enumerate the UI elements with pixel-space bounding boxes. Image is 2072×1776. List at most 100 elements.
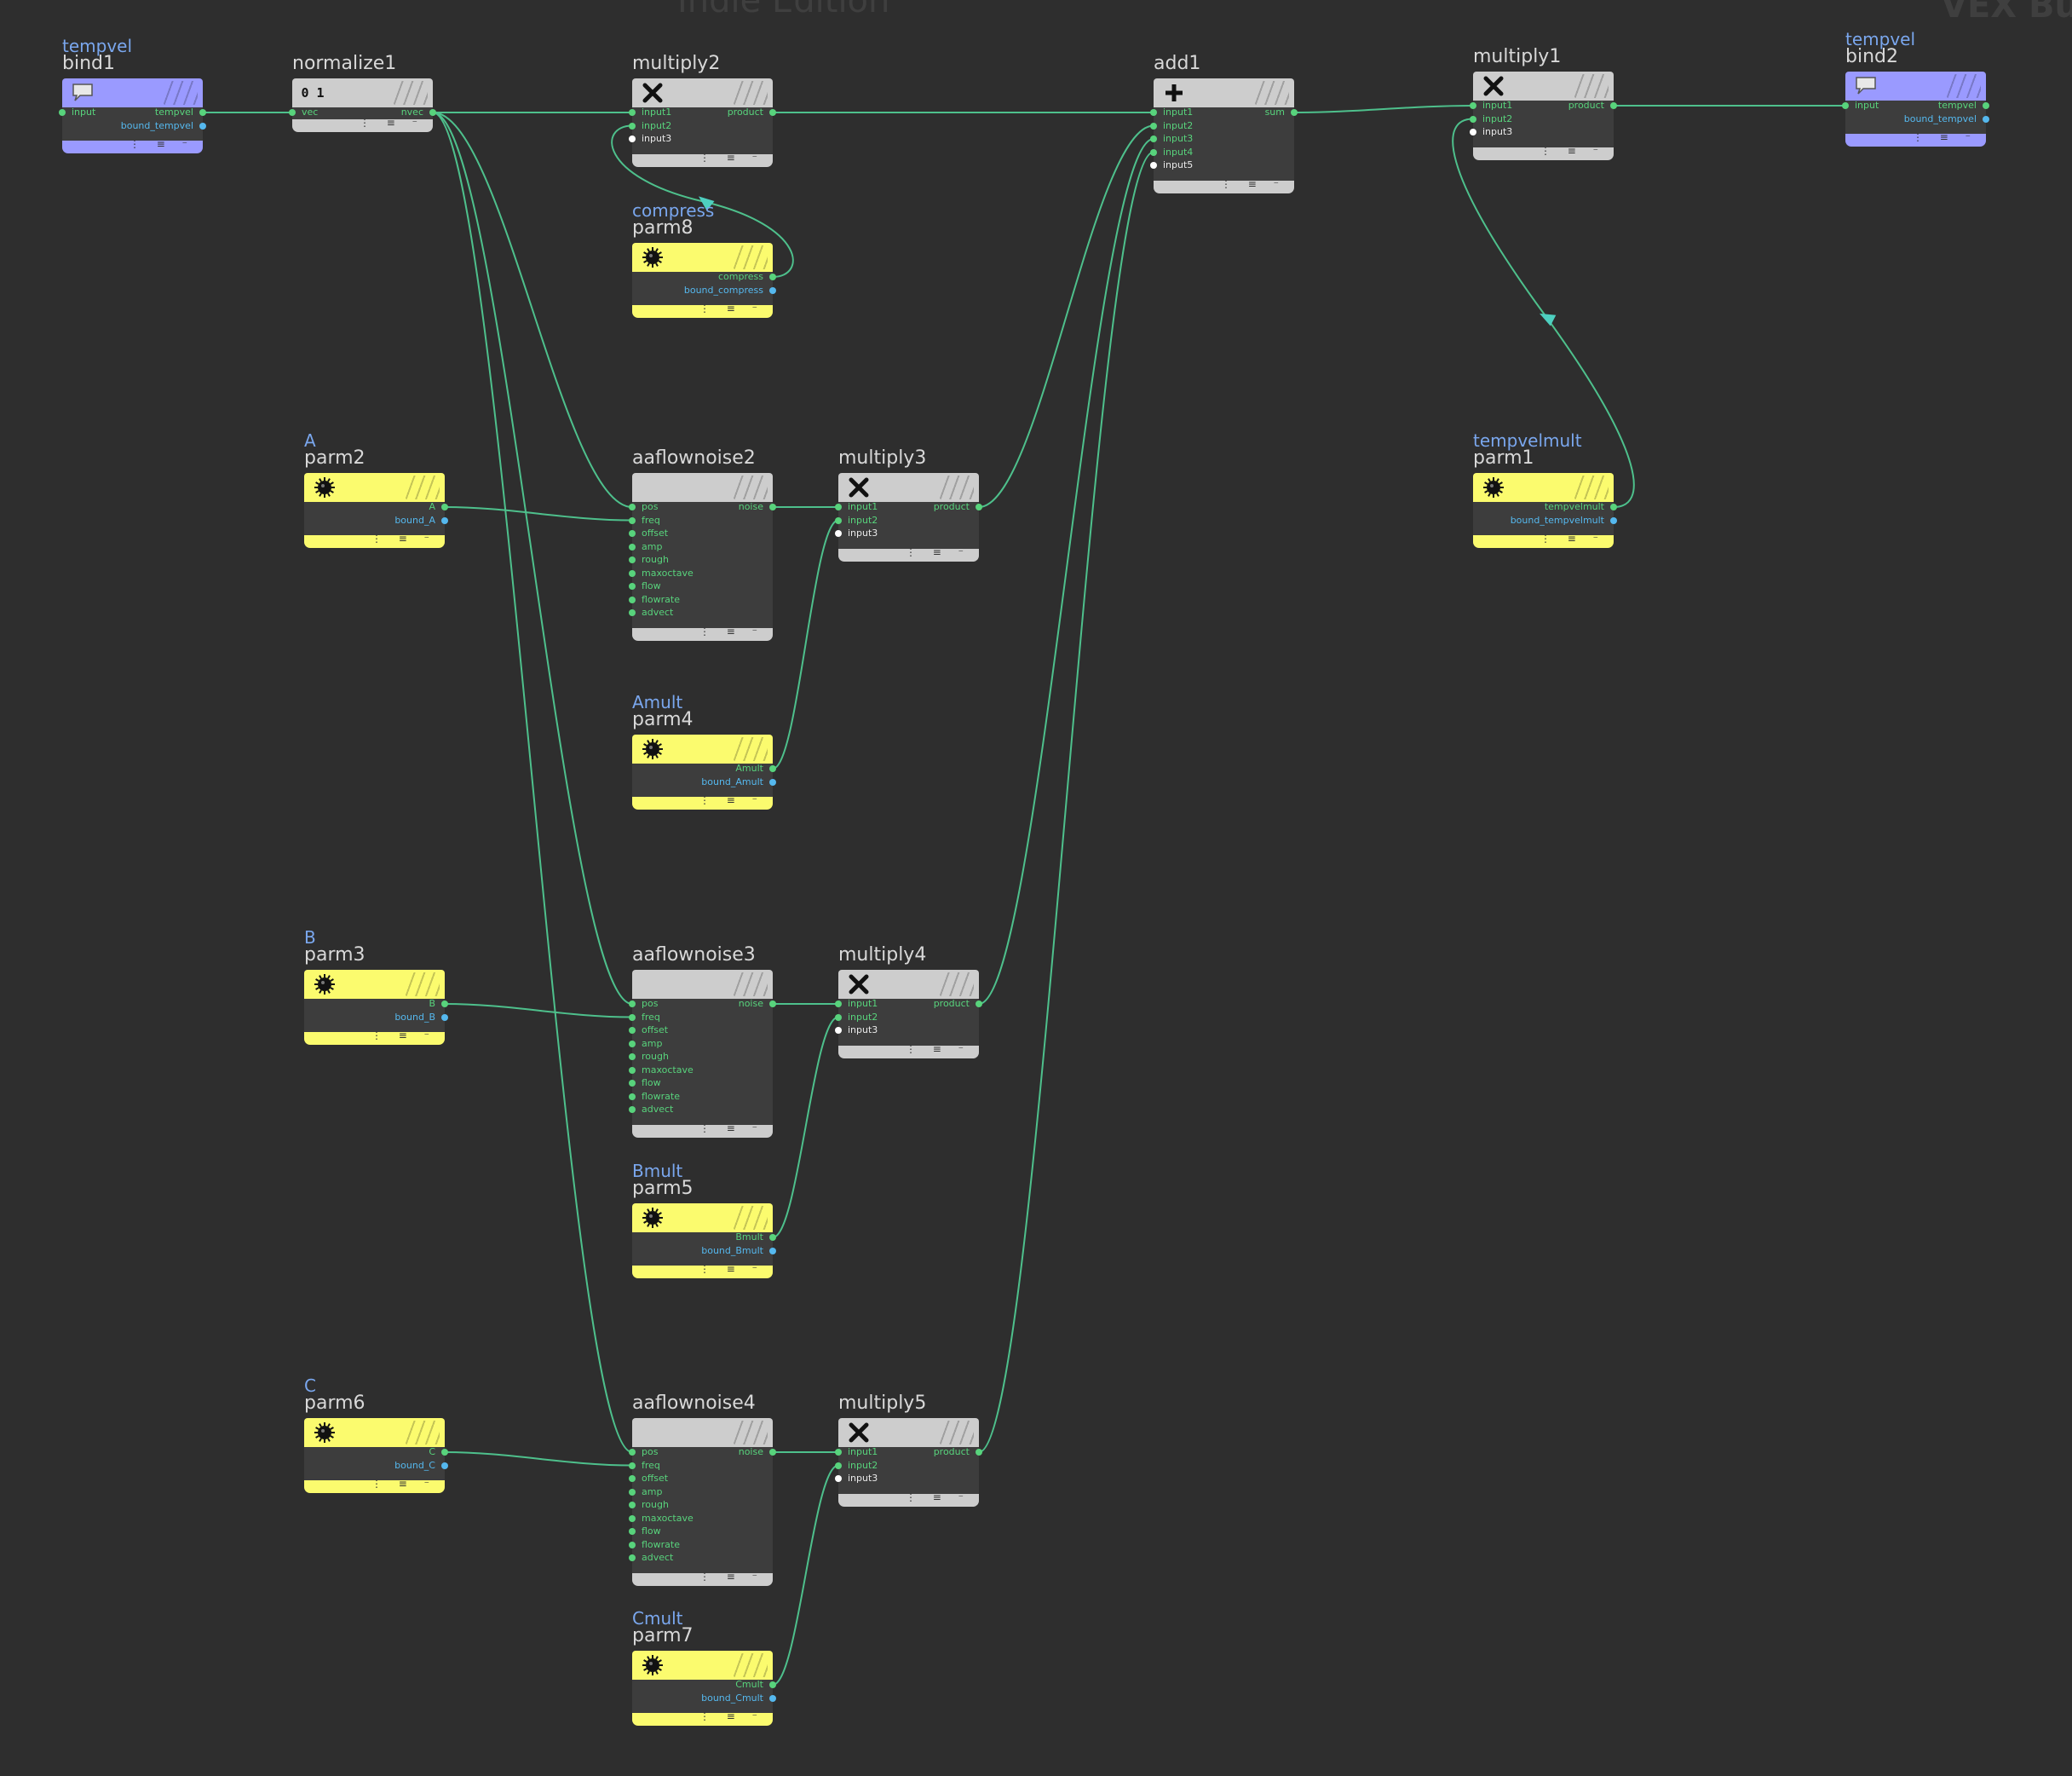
output-noise[interactable]: noise	[738, 998, 763, 1009]
output-nvec[interactable]: nvec	[400, 107, 423, 118]
wire-parm5-to-multiply4[interactable]	[772, 1016, 839, 1238]
wire-multiply4-to-add1[interactable]	[978, 138, 1154, 1005]
input-offset[interactable]: offset	[642, 1024, 669, 1035]
input-input3[interactable]: input3	[1482, 126, 1513, 137]
node-name[interactable]: parm4	[632, 709, 694, 730]
flag-area[interactable]	[164, 81, 198, 105]
output-tempvelmult[interactable]: tempvelmult	[1544, 501, 1604, 512]
wire-parm1-to-multiply1[interactable]	[1452, 118, 1635, 508]
node-footer[interactable]: ⋮ ≡ ⁻	[1473, 145, 1614, 160]
input-connector[interactable]	[1150, 162, 1157, 169]
node-header[interactable]	[838, 473, 979, 502]
flag-area[interactable]	[734, 81, 768, 105]
output-connector[interactable]	[199, 122, 206, 130]
input-flow[interactable]: flow	[642, 1077, 661, 1088]
input-connector[interactable]	[835, 530, 842, 537]
input-connector[interactable]	[835, 1000, 842, 1007]
input-connector[interactable]	[629, 596, 636, 603]
node-name[interactable]: bind1	[62, 53, 115, 74]
output-connector[interactable]	[1610, 516, 1617, 524]
input-input1[interactable]: input1	[1163, 107, 1194, 118]
node-name[interactable]: bind2	[1845, 46, 1898, 67]
input-pos[interactable]: pos	[642, 501, 659, 512]
input-flow[interactable]: flow	[642, 1525, 661, 1537]
node-header[interactable]	[632, 970, 773, 999]
flag-area[interactable]	[406, 1421, 440, 1444]
input-rough[interactable]: rough	[642, 1051, 669, 1062]
input-rough[interactable]: rough	[642, 1499, 669, 1510]
output-connector[interactable]	[976, 504, 982, 510]
node-header[interactable]: 0 1	[292, 78, 433, 107]
node-footer[interactable]: ⋮ ≡ ⁻	[1473, 533, 1614, 548]
flag-area[interactable]	[940, 1421, 974, 1444]
output-connector[interactable]	[769, 1449, 776, 1456]
input-connector[interactable]	[835, 504, 842, 510]
wire-normalize1-to-aaflownoise4[interactable]	[432, 112, 633, 1453]
output-noise[interactable]: noise	[738, 1446, 763, 1457]
input-input3[interactable]: input3	[848, 1473, 878, 1484]
node-header[interactable]	[632, 1418, 773, 1447]
input-input4[interactable]: input4	[1163, 146, 1194, 158]
input-connector[interactable]	[1150, 136, 1157, 142]
input-freq[interactable]: freq	[642, 514, 660, 526]
input-connector[interactable]	[629, 1106, 636, 1113]
node-header[interactable]	[838, 1418, 979, 1447]
input-input2[interactable]: input2	[848, 1459, 878, 1471]
node-header[interactable]	[304, 970, 445, 999]
output-bound_Bmult[interactable]: bound_Bmult	[701, 1244, 763, 1256]
node-footer[interactable]: ⋮ ≡ ⁻	[632, 1710, 773, 1726]
input-connector[interactable]	[629, 1013, 636, 1021]
input-maxoctave[interactable]: maxoctave	[642, 1064, 694, 1075]
input-input2[interactable]: input2	[848, 514, 878, 526]
node-header[interactable]	[1845, 72, 1986, 101]
output-compress[interactable]: compress	[718, 271, 763, 282]
output-connector[interactable]	[769, 286, 776, 294]
flag-area[interactable]	[1574, 476, 1609, 499]
flag-area[interactable]	[1574, 74, 1609, 98]
output-product[interactable]: product	[933, 501, 970, 512]
input-amp[interactable]: amp	[642, 1485, 663, 1497]
flag-area[interactable]	[940, 972, 974, 996]
output-bound_A[interactable]: bound_A	[394, 514, 435, 526]
node-header[interactable]	[632, 1203, 773, 1232]
output-connector[interactable]	[441, 504, 448, 510]
input-connector[interactable]	[629, 1066, 636, 1074]
output-connector[interactable]	[769, 1234, 776, 1241]
node-name[interactable]: normalize1	[292, 53, 397, 74]
input-input2[interactable]: input2	[1163, 119, 1194, 131]
input-flowrate[interactable]: flowrate	[642, 1538, 680, 1550]
output-bound_Cmult[interactable]: bound_Cmult	[701, 1692, 763, 1704]
output-connector[interactable]	[769, 778, 776, 786]
node-footer[interactable]: ⋮ ≡ ⁻	[632, 794, 773, 810]
node-name[interactable]: multiply2	[632, 53, 721, 74]
input-connector[interactable]	[629, 136, 636, 142]
output-bound_B[interactable]: bound_B	[394, 1011, 435, 1023]
input-connector[interactable]	[629, 1502, 636, 1508]
node-name[interactable]: multiply1	[1473, 46, 1562, 67]
output-product[interactable]: product	[933, 1446, 970, 1457]
input-flowrate[interactable]: flowrate	[642, 593, 680, 605]
node-header[interactable]	[632, 735, 773, 764]
output-connector[interactable]	[769, 1681, 776, 1688]
output-tempvel[interactable]: tempvel	[154, 107, 193, 118]
input-connector[interactable]	[629, 1093, 636, 1100]
input-amp[interactable]: amp	[642, 1037, 663, 1049]
output-connector[interactable]	[976, 1000, 982, 1007]
node-footer[interactable]: ⋮ ≡ ⁻	[838, 546, 979, 562]
input-input2[interactable]: input2	[642, 119, 672, 131]
output-bound_C[interactable]: bound_C	[394, 1459, 435, 1471]
flag-area[interactable]	[734, 737, 768, 761]
input-flowrate[interactable]: flowrate	[642, 1090, 680, 1102]
node-name[interactable]: parm1	[1473, 447, 1534, 469]
node-footer[interactable]: ⋮ ≡ ⁻	[632, 626, 773, 641]
input-input2[interactable]: input2	[1482, 112, 1513, 124]
input-input3[interactable]: input3	[642, 133, 672, 144]
node-footer[interactable]: ⋮ ≡ ⁻	[304, 533, 445, 548]
input-connector[interactable]	[629, 1488, 636, 1496]
input-input1[interactable]: input1	[848, 1446, 878, 1457]
input-connector[interactable]	[629, 504, 636, 510]
node-header[interactable]	[62, 78, 203, 107]
flag-area[interactable]	[734, 1206, 768, 1230]
output-connector[interactable]	[769, 504, 776, 510]
input-pos[interactable]: pos	[642, 1446, 659, 1457]
